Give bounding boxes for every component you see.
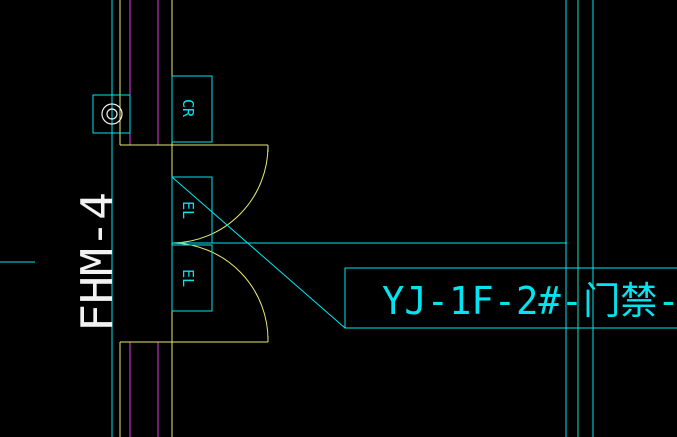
- callout-label-text: YJ-1F-2#-门禁-2: [382, 279, 677, 323]
- callout-label-group: YJ-1F-2#-门禁-2: [344, 267, 677, 329]
- lower-wall-lines: [111, 341, 268, 437]
- device-outer-ring: [101, 103, 123, 125]
- electric-lock-label-upper: EL: [179, 201, 197, 219]
- leader-line-diagonal: [171, 176, 346, 329]
- callout-label-box: [344, 267, 677, 329]
- callout-leader: [171, 176, 567, 329]
- card-reader-label: CR: [179, 99, 197, 118]
- device-inner-ring: [106, 108, 118, 120]
- door-swing-arc-upper: [171, 144, 269, 244]
- electric-lock-symbol-lower: EL: [171, 244, 213, 312]
- card-reader-box: [171, 75, 213, 143]
- concentric-circle-device-icon: [92, 94, 131, 134]
- right-column-lines: [565, 0, 594, 437]
- upper-wall-lines: [111, 0, 268, 146]
- electric-lock-label-lower: EL: [179, 269, 197, 287]
- electric-lock-box-lower: [171, 244, 213, 312]
- door-tag-label: FHM-4: [72, 192, 123, 332]
- device-symbol-box: [92, 94, 131, 134]
- card-reader-symbol: CR: [171, 75, 213, 143]
